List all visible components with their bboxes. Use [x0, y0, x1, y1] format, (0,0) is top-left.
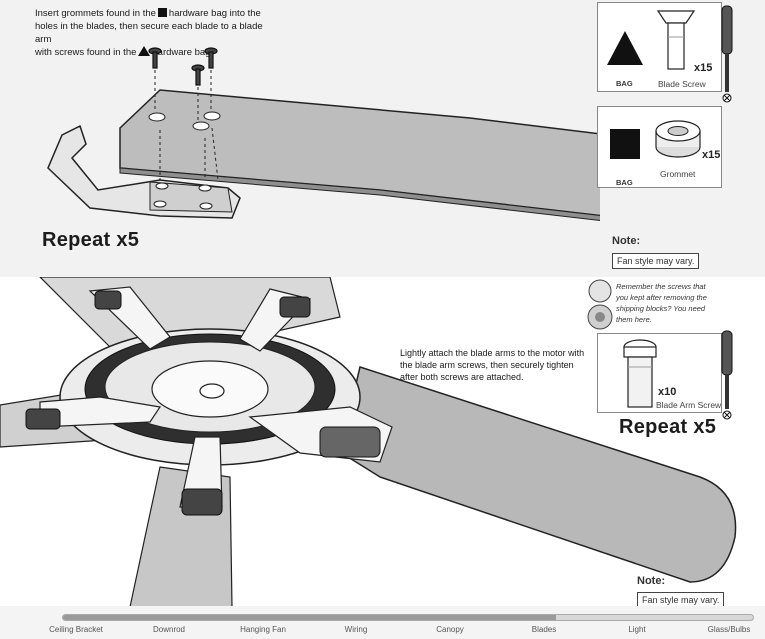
progress-step-light: Light [628, 625, 646, 634]
repeat-count: Repeat x5 [619, 416, 717, 438]
progress-step-hanging-fan: Hanging Fan [240, 625, 286, 634]
repeat-count: Repeat x5 [42, 229, 140, 251]
hardware-box-blade-screw: BAG x15 Blade Screw [597, 2, 722, 92]
grommet-label: Grommet [660, 169, 696, 179]
screwdriver-icon [721, 5, 733, 103]
blade-screw-qty: x15 [694, 62, 713, 74]
remember-note: Remember the screws that you kept after … [616, 282, 707, 324]
fan-motor-illustration [0, 277, 737, 607]
blade-screw-label: Blade Screw [658, 79, 706, 89]
hardware-box-grommet: BAG x15 Grommet [597, 106, 722, 188]
instruction-text: Lightly attach the blade arms to the mot… [400, 348, 585, 382]
triangle-bag-icon [138, 46, 151, 56]
blade-arm-screw-icon [623, 339, 657, 408]
blade-screw-icon [656, 10, 696, 70]
progress-fill [63, 615, 557, 620]
progress-steps: Ceiling Bracket Downrod Hanging Fan Wiri… [0, 625, 765, 637]
progress-step-downrod: Downrod [152, 625, 186, 634]
square-icon [610, 129, 640, 159]
hardware-box-blade-arm-screw: x10 Blade Arm Screw [597, 333, 722, 413]
note-title: Note: [637, 575, 666, 587]
progress-step-ceiling-bracket: Ceiling Bracket [49, 625, 103, 634]
note-text: Fan style may vary. [612, 253, 700, 269]
note-title: Note: [612, 235, 641, 247]
triangle-icon [607, 31, 643, 65]
progress-step-blades: Blades [531, 625, 557, 634]
bag-label: BAG [616, 79, 633, 88]
progress-track [62, 614, 754, 621]
blade-arm-screw-label: Blade Arm Screw [656, 400, 722, 410]
progress-step-canopy: Canopy [436, 625, 464, 634]
step-progress-bar: Ceiling Bracket Downrod Hanging Fan Wiri… [0, 606, 765, 639]
step-attach-blades-panel: Lightly attach the blade arms to the mot… [0, 277, 765, 639]
progress-step-wiring: Wiring [344, 625, 368, 634]
grommet-icon [655, 120, 701, 158]
screwdriver-icon [721, 330, 733, 420]
square-bag-icon [157, 8, 167, 17]
bag-label: BAG [616, 178, 633, 187]
blade-arm-screw-qty: x10 [658, 386, 677, 398]
blade-illustration [47, 47, 600, 221]
progress-step-glass-bulbs: Glass/Bulbs [707, 625, 751, 634]
shipping-block-icon [587, 279, 613, 330]
grommet-qty: x15 [702, 149, 721, 161]
